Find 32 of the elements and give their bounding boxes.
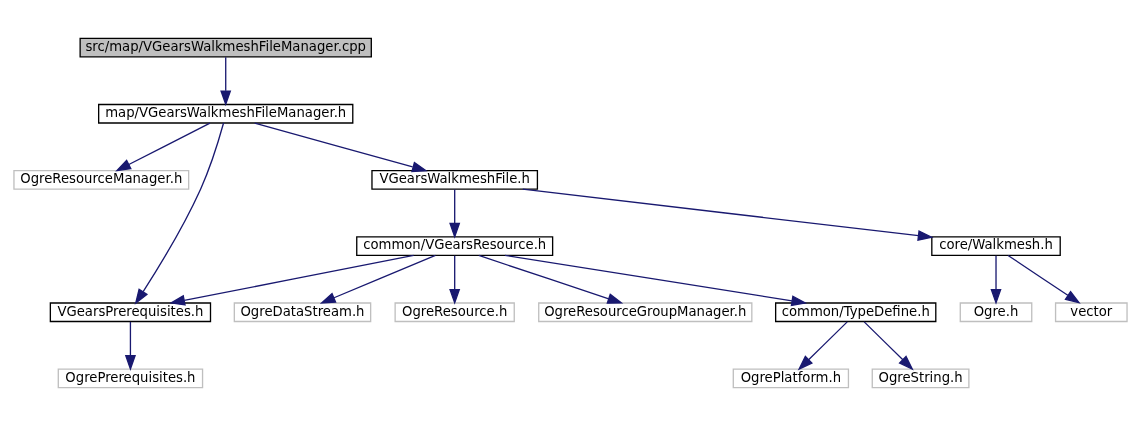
node-box: Ogre.h — [959, 301, 1033, 322]
arrow — [797, 320, 848, 370]
arrow — [990, 254, 1002, 305]
node-box: OgrePlatform.h — [732, 368, 850, 388]
node-box: map/VGearsWalkmeshFileManager.h — [98, 103, 354, 124]
arrow — [478, 254, 624, 304]
arrow — [254, 121, 428, 172]
arrow — [124, 320, 136, 371]
arrow — [319, 254, 437, 304]
node-box: vector — [1054, 301, 1128, 322]
node-box: OgreResource.h — [394, 301, 515, 322]
arrow — [134, 121, 225, 305]
arrow — [449, 254, 461, 305]
arrow — [863, 320, 914, 370]
node-box: OgreResourceManager.h — [13, 169, 190, 190]
node-box: OgreResourceGroupManager.h — [538, 301, 753, 322]
arrow — [220, 56, 232, 106]
node-box: VGearsPrerequisites.h — [49, 301, 212, 322]
node-box: VGearsWalkmeshFile.h — [371, 169, 539, 190]
node-box: OgrePrerequisites.h — [57, 368, 204, 388]
arrow — [522, 188, 934, 241]
arrow — [115, 121, 211, 171]
node-box: OgreDataStream.h — [233, 301, 372, 322]
node-box: common/VGearsResource.h — [356, 235, 554, 256]
node-box: src/map/VGearsWalkmeshFileManager.cpp — [79, 37, 372, 57]
node-box: common/TypeDefine.h — [775, 301, 937, 322]
node-box: core/Walkmesh.h — [931, 235, 1061, 256]
arrow — [504, 254, 808, 306]
arrow — [169, 254, 415, 306]
node-box: OgreString.h — [871, 368, 970, 388]
arrow — [449, 188, 461, 239]
arrow — [1007, 254, 1081, 304]
